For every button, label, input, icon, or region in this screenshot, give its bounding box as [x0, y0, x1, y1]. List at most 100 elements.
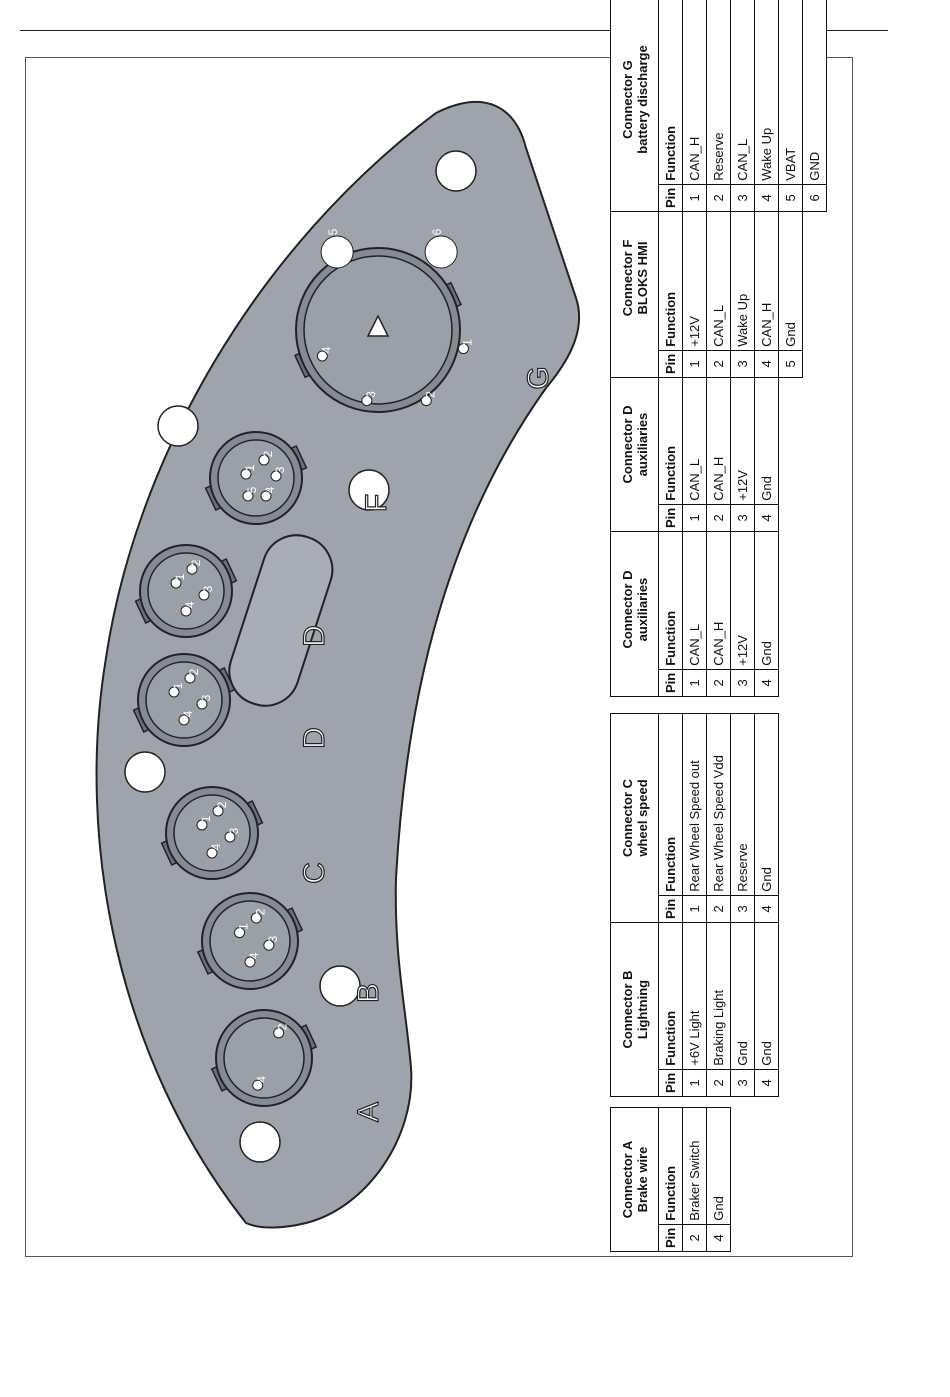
socket-pin-label: 3: [364, 391, 378, 398]
socket-key: [366, 314, 390, 337]
table-row: 3+12V: [730, 522, 755, 697]
socket-pin-label: 4: [209, 843, 223, 850]
mounting-hole: [124, 751, 166, 793]
pin-number: 5: [778, 184, 803, 212]
pin-header: Pin: [658, 184, 683, 212]
socket-pin: [273, 1027, 285, 1039]
socket-pin-label: 2: [423, 391, 437, 398]
socket-pin-label: 3: [199, 694, 213, 701]
function-header: Function: [658, 922, 683, 1070]
pin-function: Gnd: [754, 922, 779, 1070]
socket-pin: [184, 672, 196, 684]
socket-pin: [263, 939, 275, 951]
pin-number: 4: [706, 1224, 731, 1252]
socket-pin-label: 3: [201, 585, 215, 592]
pin-header: Pin: [658, 350, 683, 378]
pin-function: CAN_L: [730, 0, 755, 185]
pin-number: 4: [754, 669, 779, 697]
socket-pin-label: 4: [247, 952, 261, 959]
pin-number: 4: [754, 1069, 779, 1097]
plate-letter: B: [352, 983, 385, 1003]
socket-pin: [424, 235, 458, 269]
table-row: 1+6V Light: [682, 922, 707, 1097]
pin-function: CAN_L: [682, 357, 707, 505]
socket-pin-label: 4: [183, 601, 197, 608]
pin-number: 3: [730, 895, 755, 923]
pin-number: 4: [754, 504, 779, 532]
pin-number: 2: [706, 669, 731, 697]
socket-pin-label: 2: [187, 668, 201, 675]
pin-number: 1: [682, 1069, 707, 1097]
socket-pin: [240, 468, 252, 480]
pin-number: 1: [682, 350, 707, 378]
pin-number: 3: [730, 350, 755, 378]
plate-letter: D: [298, 727, 331, 749]
function-header: Function: [658, 522, 683, 670]
socket-pin: [270, 470, 282, 482]
socket-pin-label: 4: [319, 346, 333, 353]
pin-function: VBAT: [778, 0, 803, 185]
plate-letter: F: [360, 494, 393, 512]
socket-pin: [196, 819, 208, 831]
pin-header: Pin: [658, 504, 683, 532]
socket-pin: [420, 395, 432, 407]
socket-face: [223, 1017, 305, 1099]
socket-pin: [320, 235, 354, 269]
socket-pin-label: 1: [199, 815, 213, 822]
pin-function: CAN_H: [706, 357, 731, 505]
pin-header: Pin: [658, 669, 683, 697]
mounting-holes: [124, 150, 477, 1163]
mounting-hole: [239, 1121, 281, 1163]
mounting-hole: [157, 405, 199, 447]
socket-pin-label: 6: [430, 228, 444, 235]
socket-pin-label: 2: [215, 801, 229, 808]
socket-pin: [212, 805, 224, 817]
pin-number: 2: [706, 350, 731, 378]
pin-number: 2: [682, 1224, 707, 1252]
pin-function: GND: [802, 0, 827, 185]
socket-pin: [258, 454, 270, 466]
table-row: 3+12V: [730, 357, 755, 532]
socket-pin: [242, 490, 254, 502]
socket-pin-label: 5: [245, 486, 259, 493]
pin-number: 3: [730, 1069, 755, 1097]
socket-pin-label: 1: [243, 464, 257, 471]
socket-face: [209, 900, 291, 982]
socket-pin: [168, 686, 180, 698]
plate-letter: D: [298, 625, 331, 647]
pin-number: 4: [754, 895, 779, 923]
pin-number: 4: [754, 184, 779, 212]
pin-function: CAN_H: [706, 522, 731, 670]
socket-pin: [186, 563, 198, 575]
socket-pin: [457, 343, 469, 355]
function-header: Function: [658, 0, 683, 185]
pin-function: Gnd: [754, 522, 779, 670]
socket-pin-label: 2: [276, 1023, 290, 1030]
header-rule: [20, 30, 888, 31]
pin-number: 4: [754, 350, 779, 378]
mounting-hole: [435, 150, 477, 192]
socket-pin: [244, 956, 256, 968]
socket-face: [145, 661, 223, 739]
